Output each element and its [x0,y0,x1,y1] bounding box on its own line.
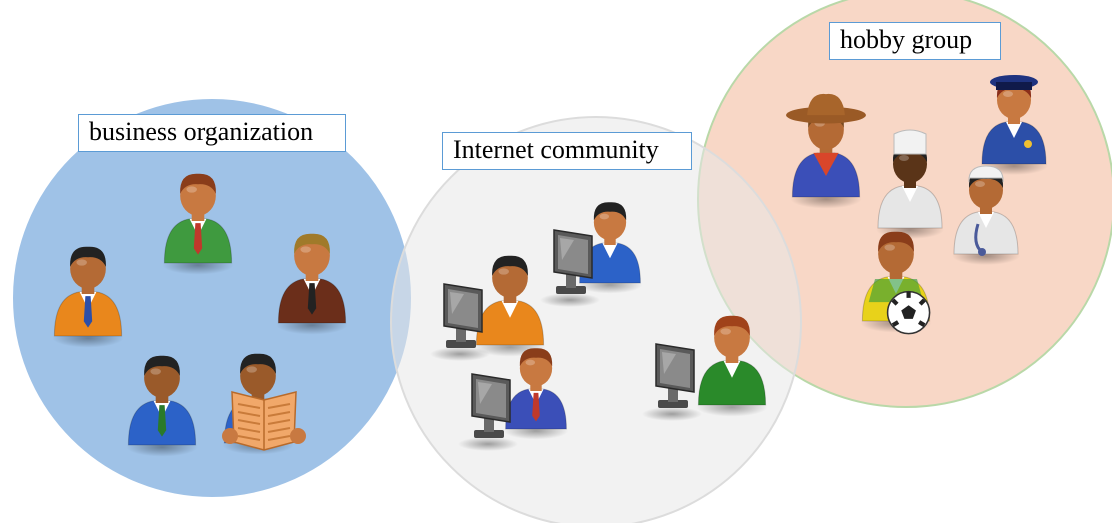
nurse-icon [952,165,1020,265]
businessman-blue-icon [126,355,198,457]
businessman-green-icon [162,173,234,275]
business-organization-label: business organization [78,114,346,152]
people-layer [52,75,1048,457]
computer-monitor-icon [642,343,702,421]
computer-user-tie-icon [503,348,569,440]
newspaper-icon [222,391,306,451]
cowboy-icon [786,93,866,209]
soccer-player-icon [860,231,932,335]
businessman-orange-icon [52,246,124,348]
soccer-ball-icon [886,290,931,335]
computer-user-green-icon [696,315,768,417]
computer-monitor-icon [430,283,490,361]
businessman-brown-icon [276,233,348,335]
computer-monitor-icon [458,373,518,451]
internet-community-label: Internet community [442,132,692,170]
hobby-group-label: hobby group [829,22,1001,60]
computer-monitor-icon [540,229,600,307]
computer-user-blue-icon [577,202,643,294]
